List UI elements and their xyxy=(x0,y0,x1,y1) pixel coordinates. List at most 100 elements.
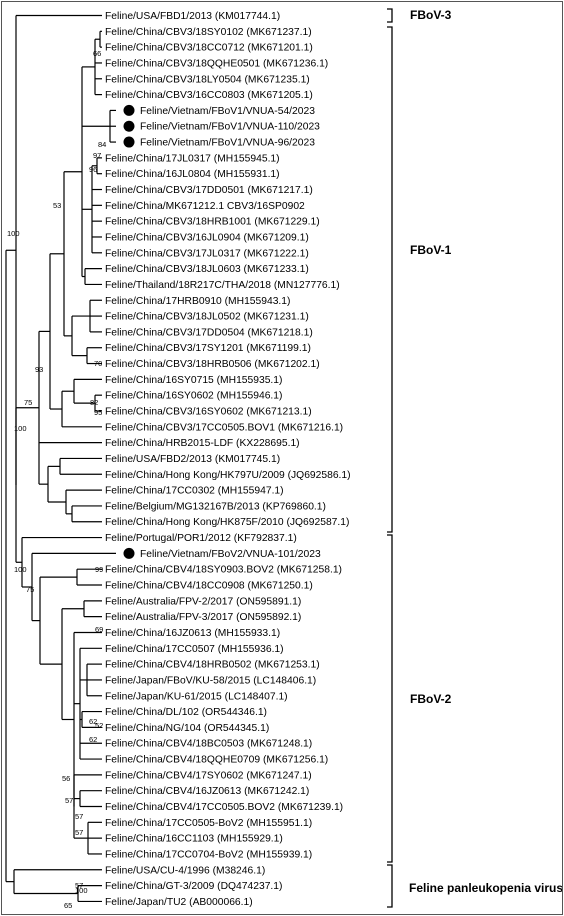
leaf-label: Feline/China/CBV3/17DD0501 (MK671217.1) xyxy=(105,185,313,196)
leaf-label: Feline/China/CBV3/18SY0102 (MK671237.1) xyxy=(105,27,312,38)
bootstrap-value: 62 xyxy=(89,717,97,726)
leaf-label: Feline/China/16SY0715 (MH155935.1) xyxy=(105,375,282,386)
leaf-label: Feline/China/17CC0704-BoV2 (MH155939.1) xyxy=(105,849,312,860)
bootstrap-value: 100 xyxy=(7,229,20,238)
leaf-label: Feline/China/Hong Kong/HK875F/2010 (JQ69… xyxy=(105,517,349,528)
leaf-label: Feline/China/CBV3/16SY0602 (MK671213.1) xyxy=(105,407,312,418)
bootstrap-value: 65 xyxy=(64,901,72,910)
bootstrap-value: 82 xyxy=(90,398,98,407)
leaf-label: Feline/Portugal/POR1/2012 (KF792837.1) xyxy=(105,533,297,544)
leaf-label: Feline/China/CBV3/18QQHE0501 (MK671236.1… xyxy=(105,58,328,69)
leaf-label: Feline/China/CBV3/17SY1201 (MK671199.1) xyxy=(105,343,311,354)
clade-label: FBoV-3 xyxy=(410,8,452,22)
leaf-label: Feline/Vietnam/FBoV1/VNUA-110/2023 xyxy=(140,122,320,133)
bootstrap-value: 100 xyxy=(75,886,88,895)
leaf-label: Feline/China/HRB2015-LDF (KX228695.1) xyxy=(105,438,300,449)
bootstrap-value: 100 xyxy=(14,565,27,574)
bootstrap-value: 75 xyxy=(24,398,32,407)
bootstrap-value: 100 xyxy=(14,424,27,433)
vietnam-sample-dot-icon xyxy=(123,120,135,132)
leaf-label: Feline/China/17CC0505-BoV2 (MH155951.1) xyxy=(105,818,312,829)
leaf-label: Feline/China/CBV4/18QQHE0709 (MK671256.1… xyxy=(105,755,328,766)
vietnam-sample-dot-icon xyxy=(123,104,135,116)
leaf-label: Feline/China/CBV3/18HRB0506 (MK671202.1) xyxy=(105,359,320,370)
clade-label: Feline panleukopenia virus xyxy=(409,881,562,895)
leaf-label: Feline/China/16JL0804 (MH155931.1) xyxy=(105,169,280,180)
leaf-label: Feline/China/CBV4/18BC0503 (MK671248.1) xyxy=(105,739,312,750)
leaf-label: Feline/China/CBV3/18LY0504 (MK671235.1) xyxy=(105,74,310,85)
leaf-label: Feline/Belgium/MG132167B/2013 (KP769860.… xyxy=(105,501,326,512)
leaf-label: Feline/China/CBV4/18SY0903.BOV2 (MK67125… xyxy=(105,565,342,576)
leaf-label: Feline/China/CBV4/18CC0908 (MK671250.1) xyxy=(105,581,313,592)
bootstrap-value: 57 xyxy=(75,881,83,890)
clade-bracket xyxy=(387,26,393,533)
vietnam-sample-dot-icon xyxy=(123,547,135,559)
leaf-label: Feline/China/16JZ0613 (MH155933.1) xyxy=(105,628,280,639)
leaf-label: Feline/China/CBV3/18JL0603 (MK671233.1) xyxy=(105,264,309,275)
leaf-label: Feline/Japan/TU2 (AB000066.1) xyxy=(105,897,253,908)
bootstrap-value: 69 xyxy=(95,625,103,634)
leaf-label: Feline/Thailand/18R217C/THA/2018 (MN1277… xyxy=(105,280,340,291)
bootstrap-value: 97 xyxy=(93,151,101,160)
leaf-label: Feline/China/Hong Kong/HK797U/2009 (JQ69… xyxy=(105,470,351,481)
leaf-label: Feline/China/CBV3/17DD0504 (MK671218.1) xyxy=(105,327,313,338)
leaf-label: Feline/China/17CC0302 (MH155947.1) xyxy=(105,486,284,497)
leaf-label: Feline/China/CBV3/17JL0317 (MK671222.1) xyxy=(105,248,309,259)
leaf-label: Feline/Vietnam/FBoV1/VNUA-54/2023 xyxy=(140,106,315,117)
tree-branches xyxy=(5,14,116,903)
leaf-label: Feline/China/17CC0507 (MH155936.1) xyxy=(105,644,284,655)
bootstrap-value: 75 xyxy=(26,585,34,594)
leaf-label: Feline/China/CBV4/17SY0602 (MK671247.1) xyxy=(105,770,312,781)
bootstrap-value: 53 xyxy=(53,201,61,210)
clade-bracket xyxy=(387,534,393,863)
bootstrap-value: 52 xyxy=(95,721,103,730)
leaf-label: Feline/China/CBV4/17CC0505.BOV2 (MK67123… xyxy=(105,802,343,813)
leaf-label: Feline/Australia/FPV-3/2017 (ON595892.1) xyxy=(105,612,301,623)
leaf-label: Feline/China/16SY0602 (MH155946.1) xyxy=(105,391,282,402)
leaf-label: Feline/China/CBV3/18JL0502 (MK671231.1) xyxy=(105,312,309,323)
sample-markers xyxy=(123,104,135,559)
leaf-label: Feline/China/17JL0317 (MH155945.1) xyxy=(105,153,280,164)
leaf-label: Feline/Japan/KU-61/2015 (LC148407.1) xyxy=(105,691,288,702)
clade-label: FBoV-1 xyxy=(410,243,452,257)
leaf-label: Feline/USA/CU-4/1996 (M38246.1) xyxy=(105,865,265,876)
leaf-label: Feline/USA/FBD2/2013 (KM017745.1) xyxy=(105,454,280,465)
vietnam-sample-dot-icon xyxy=(123,136,135,148)
leaf-label: Feline/Japan/FBoV/KU-58/2015 (LC148406.1… xyxy=(105,675,316,686)
bootstrap-value: 93 xyxy=(35,365,43,374)
bootstrap-value: 62 xyxy=(89,735,97,744)
bootstrap-value: 99 xyxy=(95,565,103,574)
clade-bracket xyxy=(387,864,393,908)
leaf-label: Feline/Vietnam/FBoV2/VNUA-101/2023 xyxy=(140,549,321,560)
leaf-label: Feline/China/CBV4/16JZ0613 (MK671242.1) xyxy=(105,786,309,797)
leaf-label: Feline/China/CBV4/18HRB0502 (MK671253.1) xyxy=(105,660,320,671)
leaf-label: Feline/China/CBV3/18HRB1001 (MK671229.1) xyxy=(105,217,320,228)
leaf-label: Feline/China/NG/104 (OR544345.1) xyxy=(105,723,269,734)
clade-label: FBoV-2 xyxy=(410,692,452,706)
leaf-label: Feline/Vietnam/FBoV1/VNUA-96/2023 xyxy=(140,138,315,149)
leaf-labels: Feline/USA/FBD1/2013 (KM017744.1) Feline/… xyxy=(105,11,351,908)
bootstrap-value: 70 xyxy=(94,359,102,368)
leaf-label: Feline/China/CBV3/17CC0505.BOV1 (MK67121… xyxy=(105,422,343,433)
leaf-label: Feline/China/16CC1103 (MH155929.1) xyxy=(105,834,283,845)
bootstrap-value: 96 xyxy=(89,165,97,174)
leaf-label: Feline/China/17HRB0910 (MH155943.1) xyxy=(105,296,290,307)
bootstrap-value: 95 xyxy=(94,408,102,417)
bootstrap-value: 57 xyxy=(65,796,73,805)
leaf-label: Feline/USA/FBD1/2013 (KM017744.1) xyxy=(105,11,280,22)
leaf-label: Feline/Australia/FPV-2/2017 (ON595891.1) xyxy=(105,596,301,607)
leaf-label: Feline/China/MK671212.1 CBV3/16SP0902 xyxy=(105,201,305,212)
clade-bracket xyxy=(387,8,393,23)
leaf-label: Feline/China/GT-3/2009 (DQ474237.1) xyxy=(105,881,282,892)
bootstrap-value: 84 xyxy=(98,140,106,149)
leaf-label: Feline/China/CBV3/18CC0712 (MK671201.1) xyxy=(105,43,313,54)
leaf-label: Feline/China/CBV3/16CC0803 (MK671205.1) xyxy=(105,90,313,101)
bootstrap-value: 66 xyxy=(93,49,101,58)
bootstrap-value: 57 xyxy=(75,828,83,837)
bootstrap-value: 56 xyxy=(62,774,70,783)
bootstrap-value: 57 xyxy=(75,812,83,821)
